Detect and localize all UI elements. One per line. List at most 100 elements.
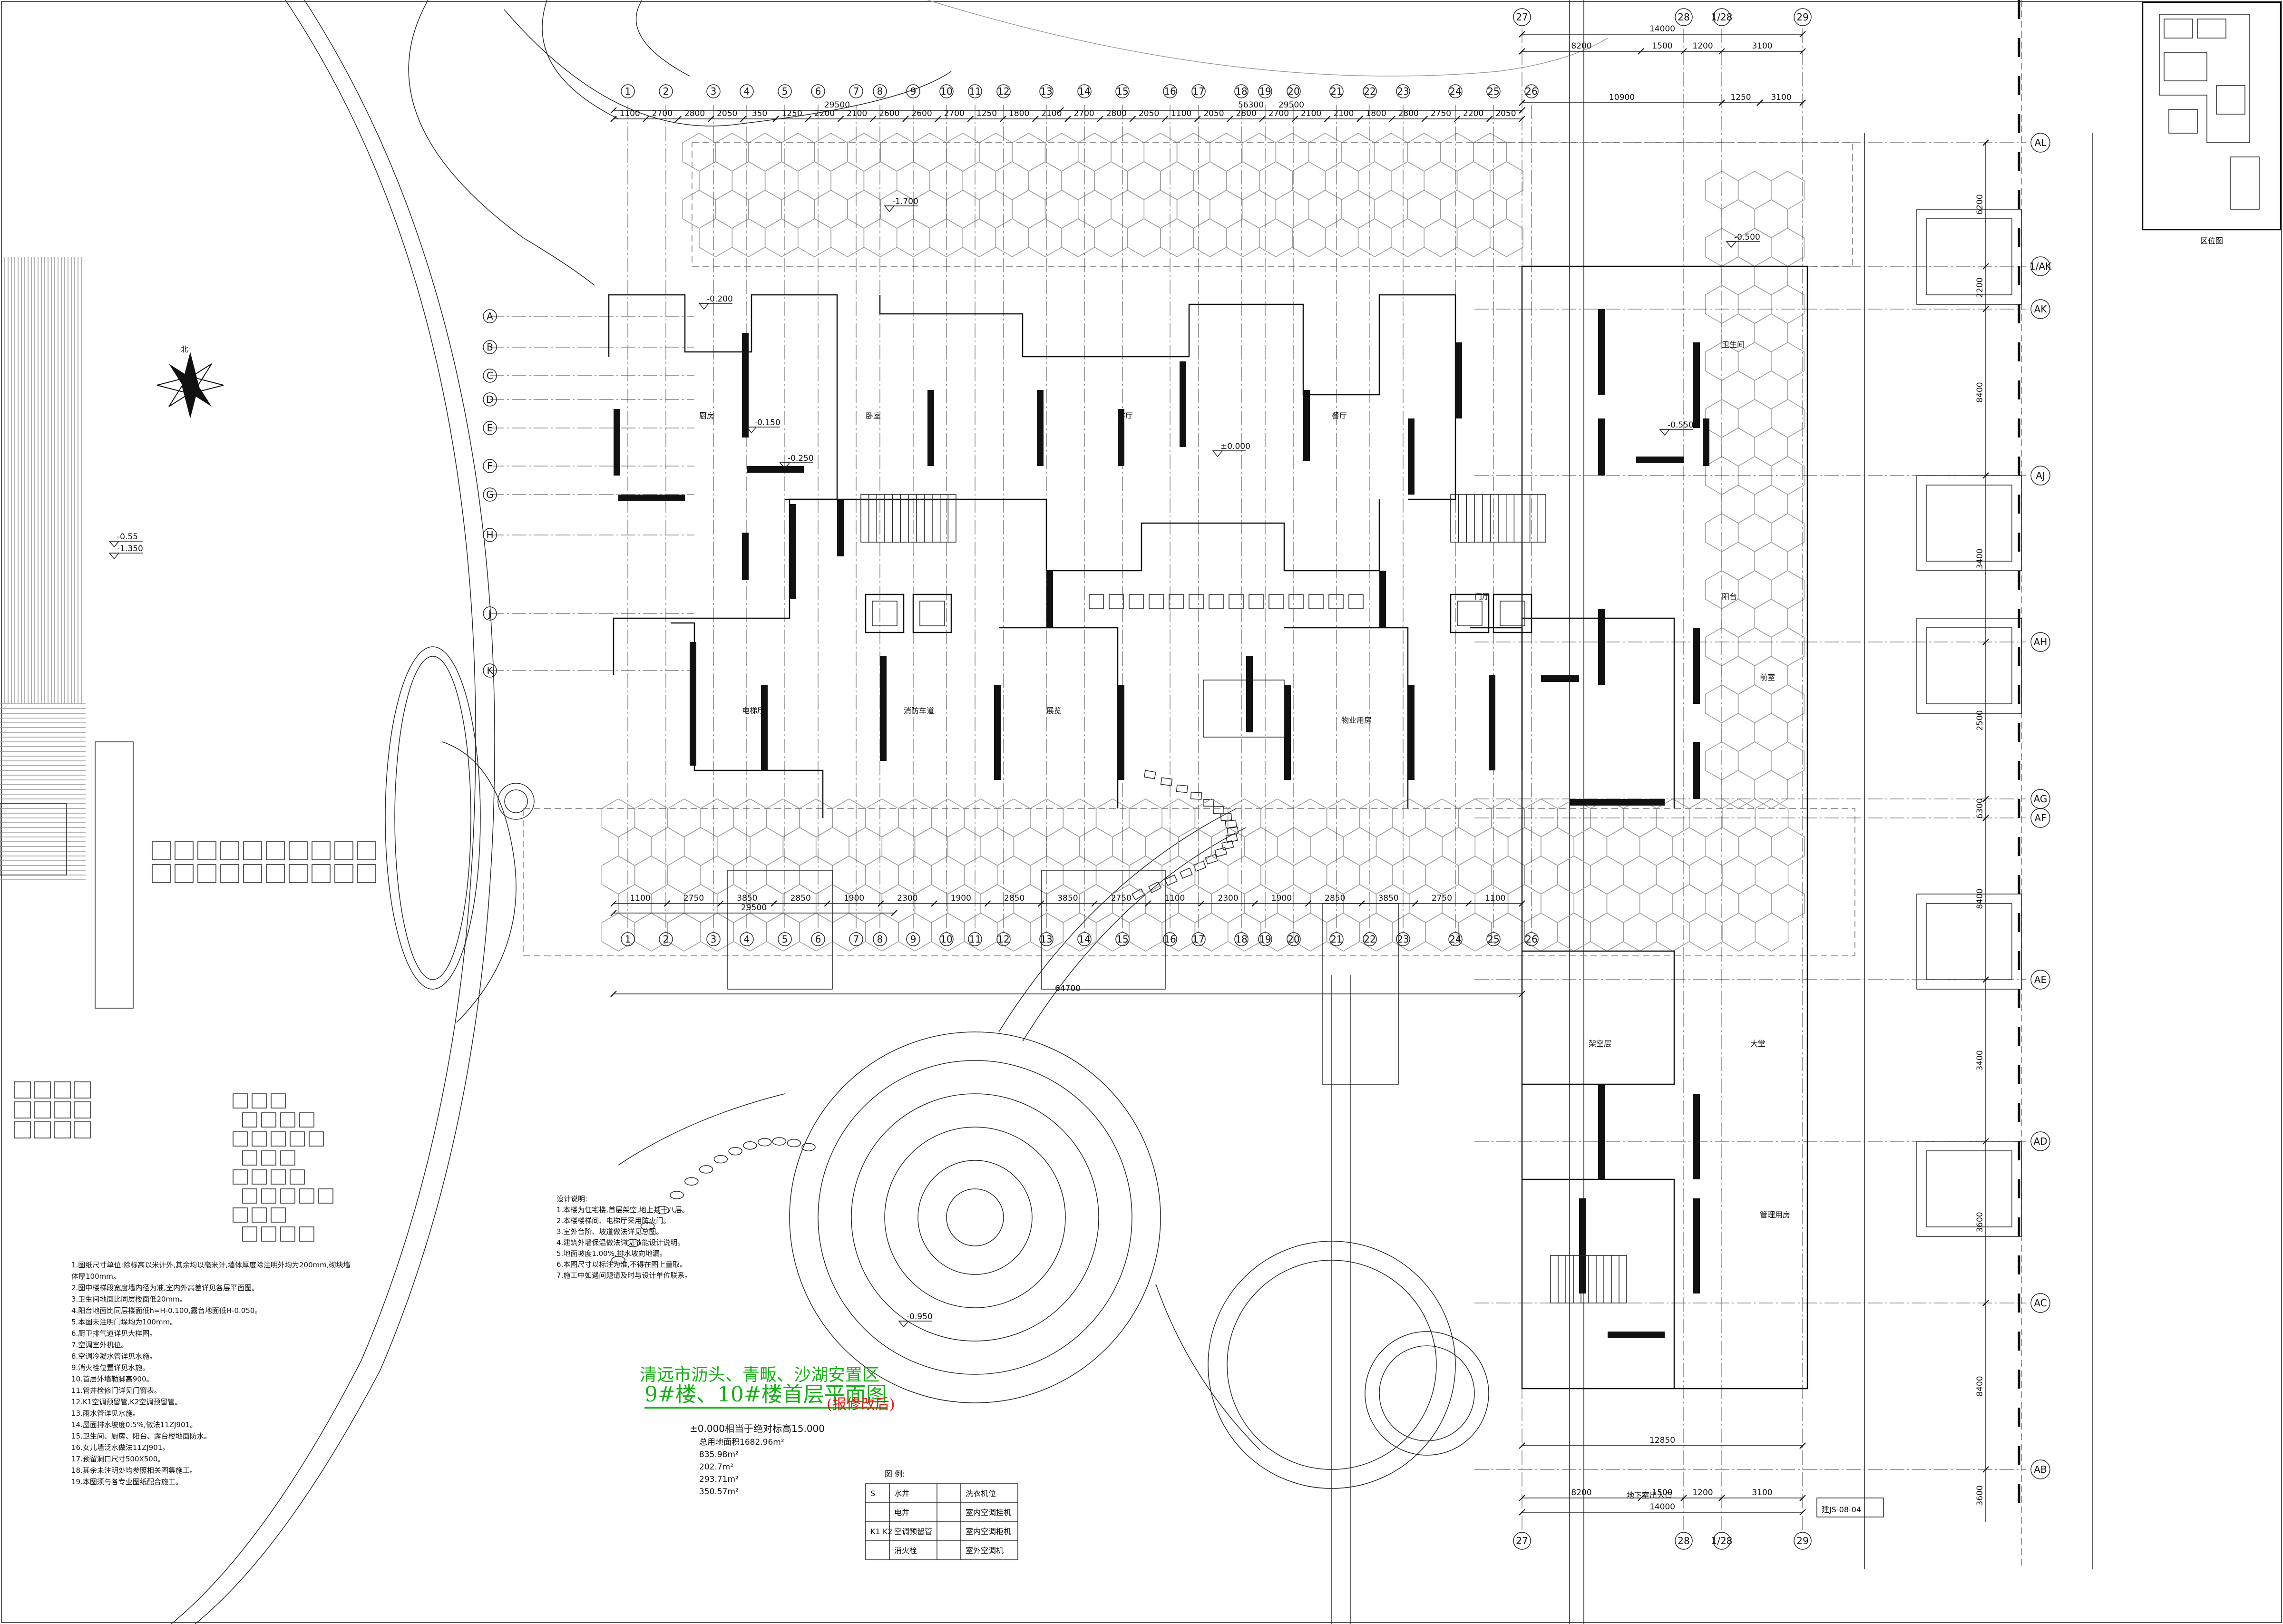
axis-bubble-bottom: 24 — [1449, 934, 1461, 945]
notes-left: 1.图纸尺寸单位:除标高以米计外,其余均以毫米计,墙体厚度除注明外均为200mm… — [71, 1259, 357, 1488]
hexagon-paving-bottom — [523, 798, 1855, 956]
axis-bubble-bottom: 18 — [1235, 934, 1247, 945]
axis-bubble-right: 1/AK — [2029, 261, 2052, 272]
axis-bubble-left: J — [488, 608, 491, 619]
axis-bubble-left: G — [486, 489, 494, 500]
dimension-label: 1250 — [782, 109, 802, 118]
dimension-label: 2850 — [1004, 894, 1024, 903]
axis-bubble-right-top: 29 — [1796, 11, 1808, 23]
dimension-label: 3850 — [1378, 894, 1398, 903]
axis-bubble-bottom: 23 — [1397, 934, 1409, 945]
axis-bubble-bottom: 14 — [1078, 934, 1090, 945]
svg-text:-0.500: -0.500 — [1734, 233, 1760, 242]
dimension-label: 2050 — [1203, 109, 1224, 118]
axis-bubble-top: 22 — [1364, 86, 1376, 97]
room-label: 阳台 — [1722, 592, 1737, 601]
axis-bubble-top: 15 — [1116, 86, 1128, 97]
axis-bubble-top: 23 — [1397, 86, 1409, 97]
axis-bubble-top: 1 — [625, 86, 631, 97]
room-label: 展览 — [1046, 706, 1062, 715]
elevation-marker: ±0.000 — [1212, 442, 1250, 457]
dimension-label: 2500 — [1975, 710, 1985, 730]
note-center-line: 1.本楼为住宅楼,首层架空,地上共十八层。 — [556, 1206, 689, 1214]
axis-bubble-bottom: 5 — [782, 934, 788, 945]
axis-bubble-bottom: 1 — [625, 934, 631, 945]
axis-bubble-bottom: 12 — [997, 934, 1009, 945]
dimension-label: 2050 — [1495, 109, 1516, 118]
axis-bubble-bottom: 10 — [940, 934, 952, 945]
dimension-label: 2100 — [1041, 109, 1062, 118]
svg-text:-0.150: -0.150 — [754, 418, 781, 428]
note-left-line: 12.K1空调预留管,K2空调预留管。 — [71, 1398, 182, 1406]
dimension-label: 1100 — [1164, 894, 1185, 903]
dimension-label: 2800 — [1106, 109, 1127, 118]
drawing-title: 9#楼、10#楼首层平面图 — [644, 1383, 887, 1409]
landscape-curves — [171, 0, 1608, 1624]
room-label: 客厅 — [1118, 411, 1133, 420]
axis-bubble-left: B — [487, 341, 493, 353]
axis-bubble-top: 16 — [1164, 86, 1176, 97]
dimension-label: 2800 — [1236, 109, 1257, 118]
axis-bubble-left: K — [487, 665, 493, 676]
dimension-label: 2750 — [683, 894, 704, 903]
note-left-line: 15.卫生间、厨房、阳台、露台楼地面防水。 — [71, 1432, 211, 1440]
area-stat: 350.57m² — [699, 1487, 739, 1497]
axis-bubble-right: AC — [2034, 1297, 2047, 1309]
axis-bubble-left: D — [486, 394, 493, 405]
dimension-label: 56300 — [1238, 100, 1264, 110]
axis-bubble-bottom: 11 — [969, 934, 981, 945]
room-label: 架空层 — [1589, 1039, 1611, 1048]
dimension-label: 29500 — [824, 100, 850, 110]
dimension-label: 2050 — [717, 109, 737, 118]
note-center-line: 5.地面坡度1.00%,排水坡向地漏。 — [556, 1249, 667, 1258]
dimension-label: 2200 — [1975, 277, 1985, 298]
svg-text:-0.550: -0.550 — [1668, 420, 1694, 430]
axis-bubble-top: 4 — [744, 86, 750, 97]
area-stat: 202.7m² — [699, 1462, 734, 1472]
elevation-note: ±0.000相当于绝对标高15.000 — [690, 1423, 825, 1434]
axis-bubble-right: AG — [2034, 793, 2048, 805]
dimension-label: 2100 — [847, 109, 867, 118]
room-label: 大堂 — [1750, 1039, 1766, 1048]
tree-circle — [498, 783, 535, 820]
dimension-label: 1100 — [1485, 894, 1505, 903]
axis-bubble-top: 25 — [1487, 86, 1499, 97]
axis-bubble-top: 13 — [1040, 86, 1052, 97]
svg-text:北: 北 — [181, 345, 188, 354]
legend-label: 水井 — [894, 1489, 909, 1498]
dimension-label: 2200 — [814, 109, 835, 118]
legend-label: 消火栓 — [894, 1546, 917, 1555]
legend-heading: 图 例: — [885, 1469, 905, 1478]
dimension-label: 1900 — [844, 894, 864, 903]
hexagon-paving-top — [682, 133, 1853, 267]
dimension-label: 3100 — [1752, 41, 1772, 51]
axis-bubble-top: 20 — [1288, 86, 1299, 97]
dimension-label: 8200 — [1571, 1488, 1591, 1498]
revision-status: (报修改后) — [827, 1396, 895, 1413]
dimension-label: 2700 — [1268, 109, 1289, 118]
dimension-label: 1900 — [951, 894, 971, 903]
axis-bubble-top: 14 — [1078, 86, 1090, 97]
axis-grid: 1122334455667788991010111112121313141415… — [483, 8, 2052, 1550]
note-left-line: 5.本图未注明门垛均为100mm。 — [71, 1318, 177, 1326]
axis-bubble-top: 5 — [782, 86, 788, 97]
dimension-label: 1800 — [1009, 109, 1029, 118]
axis-bubble-top: 10 — [940, 86, 952, 97]
note-center-line: 4.建筑外墙保温做法详见节能设计说明。 — [556, 1238, 685, 1247]
dimension-label: 8400 — [1975, 888, 1985, 909]
room-label: 物业用房 — [1341, 716, 1372, 725]
dimension-label: 2750 — [1111, 894, 1132, 903]
axis-bubble-bottom: 15 — [1116, 934, 1128, 945]
axis-bubble-top: 24 — [1449, 86, 1461, 97]
elevation-marker: -0.550 — [1659, 420, 1694, 436]
room-label: 餐厅 — [1332, 411, 1347, 420]
dimension-label: 2050 — [1139, 109, 1159, 118]
dimension-label: 3850 — [737, 894, 757, 903]
note-center-line: 7.施工中如遇问题请及时与设计单位联系。 — [556, 1271, 692, 1280]
svg-text:±0.000: ±0.000 — [1220, 442, 1250, 451]
dimension-label: 3600 — [1975, 1212, 1985, 1232]
stepping-stones — [611, 770, 1239, 1264]
axis-bubble-top: 9 — [910, 86, 917, 97]
legend-label: 室外空调机 — [966, 1546, 1004, 1555]
